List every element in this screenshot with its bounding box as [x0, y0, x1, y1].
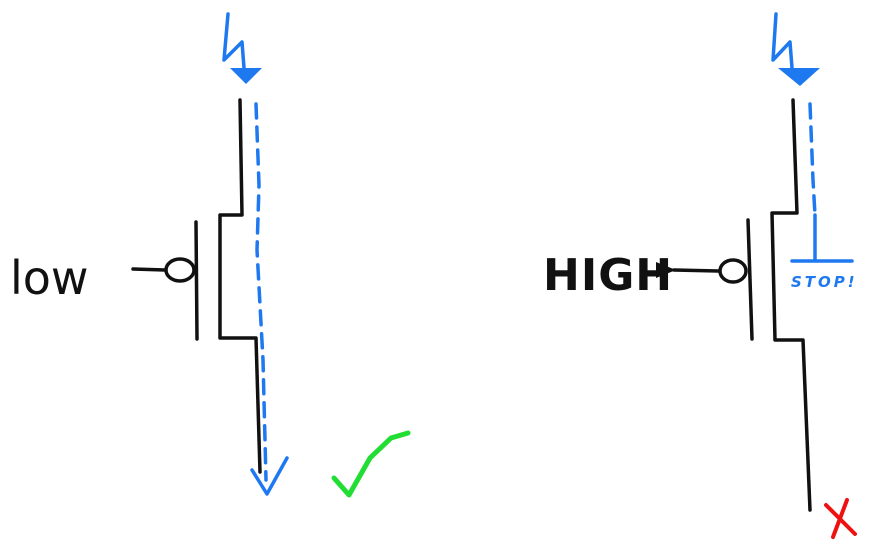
left-gate-label: low	[10, 251, 89, 305]
left-gate-bubble-icon	[164, 257, 196, 283]
left-circuit: low	[10, 12, 411, 498]
right-gate-plate	[746, 218, 754, 341]
left-gate-plate	[194, 220, 199, 341]
right-gate-wire	[672, 268, 720, 273]
right-gate-label: HIGH	[543, 250, 673, 301]
right-gate-input-arrow-icon	[656, 262, 676, 278]
right-circuit: HIGH STOP!	[543, 12, 858, 539]
right-current-path	[808, 102, 817, 217]
left-power-lightning-icon	[222, 12, 262, 84]
right-power-lightning-icon	[771, 12, 820, 86]
left-current-path	[254, 102, 268, 482]
right-current-stop-bar	[790, 213, 854, 263]
left-current-arrow-icon	[250, 456, 289, 496]
left-gate-wire	[131, 267, 167, 272]
check-icon	[331, 430, 411, 498]
left-channel-wire	[218, 98, 262, 474]
cross-icon	[824, 498, 857, 539]
right-stop-label: STOP!	[791, 273, 858, 291]
right-gate-bubble-icon	[718, 258, 748, 284]
right-channel-wire	[770, 98, 812, 512]
